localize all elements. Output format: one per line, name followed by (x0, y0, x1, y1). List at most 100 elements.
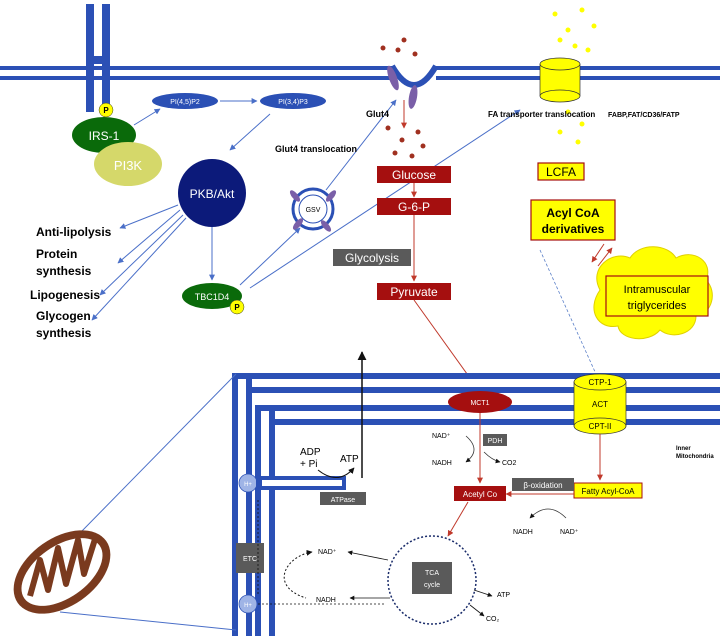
svg-text:synthesis: synthesis (36, 264, 92, 278)
pkb-effects-labels: Anti-lipolysis Protein synthesis Lipogen… (30, 225, 112, 340)
svg-text:CPT-II: CPT-II (589, 422, 612, 431)
svg-text:Lipogenesis: Lipogenesis (30, 288, 100, 302)
svg-text:ETC: ETC (243, 556, 257, 563)
svg-text:Pyruvate: Pyruvate (390, 285, 438, 299)
svg-text:H+: H+ (244, 603, 252, 609)
svg-text:PDH: PDH (488, 438, 503, 445)
inner-mito-label-2: Mitochondria (676, 454, 714, 460)
svg-text:LCFA: LCFA (546, 165, 576, 179)
tca-cycle: TCA cycle (387, 535, 477, 625)
pyruvate-box: Pyruvate (377, 283, 451, 300)
svg-text:triglycerides: triglycerides (628, 300, 687, 312)
svg-text:H+: H+ (244, 482, 252, 488)
beta-ox-nad-label: NAD⁺ (560, 529, 579, 536)
pi-label: + Pi (300, 459, 318, 470)
line-acyl-to-mito (539, 249, 597, 375)
svg-text:β-oxidation: β-oxidation (523, 481, 562, 490)
beta-ox-nad-curve (529, 508, 567, 519)
pkb-effect-arrows (91, 204, 187, 321)
svg-text:PI(4,5)P2: PI(4,5)P2 (170, 99, 200, 106)
etc-nadh-label: NADH (316, 597, 336, 604)
tca-co2-label: CO₂ (486, 616, 500, 623)
svg-text:TCA: TCA (425, 570, 439, 577)
arrow-acyl-imtg-2 (591, 243, 605, 263)
svg-text:PI(3,4)P3: PI(3,4)P3 (278, 99, 308, 106)
fa-transporters-label: FABP,FAT/CD36/FATP (608, 112, 680, 119)
pdh-co2-curve (483, 451, 501, 464)
phospho-badge-receptor: P (98, 102, 114, 118)
svg-text:P: P (234, 303, 240, 312)
svg-text:Anti-lipolysis: Anti-lipolysis (36, 225, 112, 239)
arrow-tca-nad (347, 550, 389, 561)
svg-text:ATPase: ATPase (331, 497, 355, 504)
arrow-gsv-membrane (325, 99, 397, 191)
svg-text:derivatives: derivatives (542, 222, 605, 236)
etc-nad-label: NAD⁺ (318, 549, 337, 556)
acetyl-co-box: Acetyl Co (454, 486, 506, 501)
fatty-acyl-coa-box: Fatty Acyl-CoA (573, 482, 643, 499)
glycolysis-box: Glycolysis (333, 249, 411, 266)
g6p-box: G-6-P (377, 198, 451, 215)
svg-text:Fatty Acyl-CoA: Fatty Acyl-CoA (582, 487, 636, 496)
beta-ox-nadh-label: NADH (513, 529, 533, 536)
pi3k-node: PI3K (94, 142, 162, 186)
svg-text:ACT: ACT (592, 400, 608, 409)
svg-text:TBC1D4: TBC1D4 (195, 292, 230, 302)
pip3-node: PI(3,4)P3 (260, 93, 326, 109)
fa-translocation-label: FA transporter translocation (488, 110, 595, 119)
glut4-transporter (387, 60, 439, 109)
arrow-acyl-imtg-1 (597, 247, 613, 267)
beta-oxidation-box: β-oxidation (512, 478, 574, 491)
svg-text:CTP-1: CTP-1 (588, 378, 612, 387)
svg-text:GSV: GSV (306, 207, 321, 214)
pdh-nad-curve (465, 435, 475, 463)
inner-mito-label-1: Inner (676, 446, 691, 452)
pdh-co2-label: CO2 (502, 460, 517, 467)
svg-text:G-6-P: G-6-P (398, 200, 430, 214)
imtg-cloud: Intramuscular triglycerides (593, 246, 713, 340)
svg-text:P: P (103, 106, 109, 115)
glucose-box: Glucose (377, 166, 451, 183)
zoom-line-bottom (59, 611, 237, 631)
pip2-node: PI(4,5)P2 (152, 93, 218, 109)
etc-box: ETC (236, 543, 264, 573)
mitochondrion-icon (13, 530, 111, 614)
gsv-vesicle: GSV (289, 187, 337, 232)
mct1-transporter: MCT1 (448, 391, 512, 413)
tca-atp-label: ATP (497, 592, 510, 599)
svg-text:Acyl CoA: Acyl CoA (546, 206, 600, 220)
svg-text:MCT1: MCT1 (470, 400, 489, 407)
pdh-nadh-label: NADH (432, 460, 452, 467)
h-plus-bottom: H+ (238, 594, 258, 614)
mt-om-label: Mt OM (664, 382, 682, 388)
fa-dots (552, 7, 597, 145)
insulin-receptor (86, 4, 110, 112)
svg-text:IRS-1: IRS-1 (89, 129, 120, 143)
arrow-tbc1d4-gsv (239, 227, 301, 286)
mt-im-label: Mt IM (664, 414, 679, 420)
glut4-translocation-label: Glut4 translocation (275, 144, 357, 154)
svg-text:Glycolysis: Glycolysis (345, 251, 399, 265)
acyl-coa-box: Acyl CoA derivatives (530, 199, 616, 241)
tbc1d4-node: TBC1D4 (182, 283, 242, 309)
arrow-tca-atp (473, 589, 493, 597)
h-plus-top: H+ (238, 473, 258, 493)
arrow-irs-pip2 (133, 108, 161, 126)
arrow-pip3-pkb (229, 113, 271, 151)
svg-text:PKB/Akt: PKB/Akt (190, 187, 235, 201)
svg-text:PI3K: PI3K (114, 158, 143, 173)
atpase-box: ATPase (320, 492, 366, 505)
svg-text:Protein: Protein (36, 247, 77, 261)
adp-atp-curve (317, 467, 355, 478)
glut4-label: Glut4 (366, 109, 389, 119)
cpt-cylinder: CTP-1 ACT CPT-II (573, 373, 627, 435)
fa-transporter-cylinder (539, 57, 581, 103)
arrow-tca-co2 (469, 604, 485, 617)
glucose-molecules (380, 37, 426, 159)
pkb-akt-node: PKB/Akt (178, 159, 246, 227)
atp-label: ATP (340, 454, 359, 465)
adp-label: ADP (300, 447, 321, 458)
svg-text:synthesis: synthesis (36, 326, 92, 340)
